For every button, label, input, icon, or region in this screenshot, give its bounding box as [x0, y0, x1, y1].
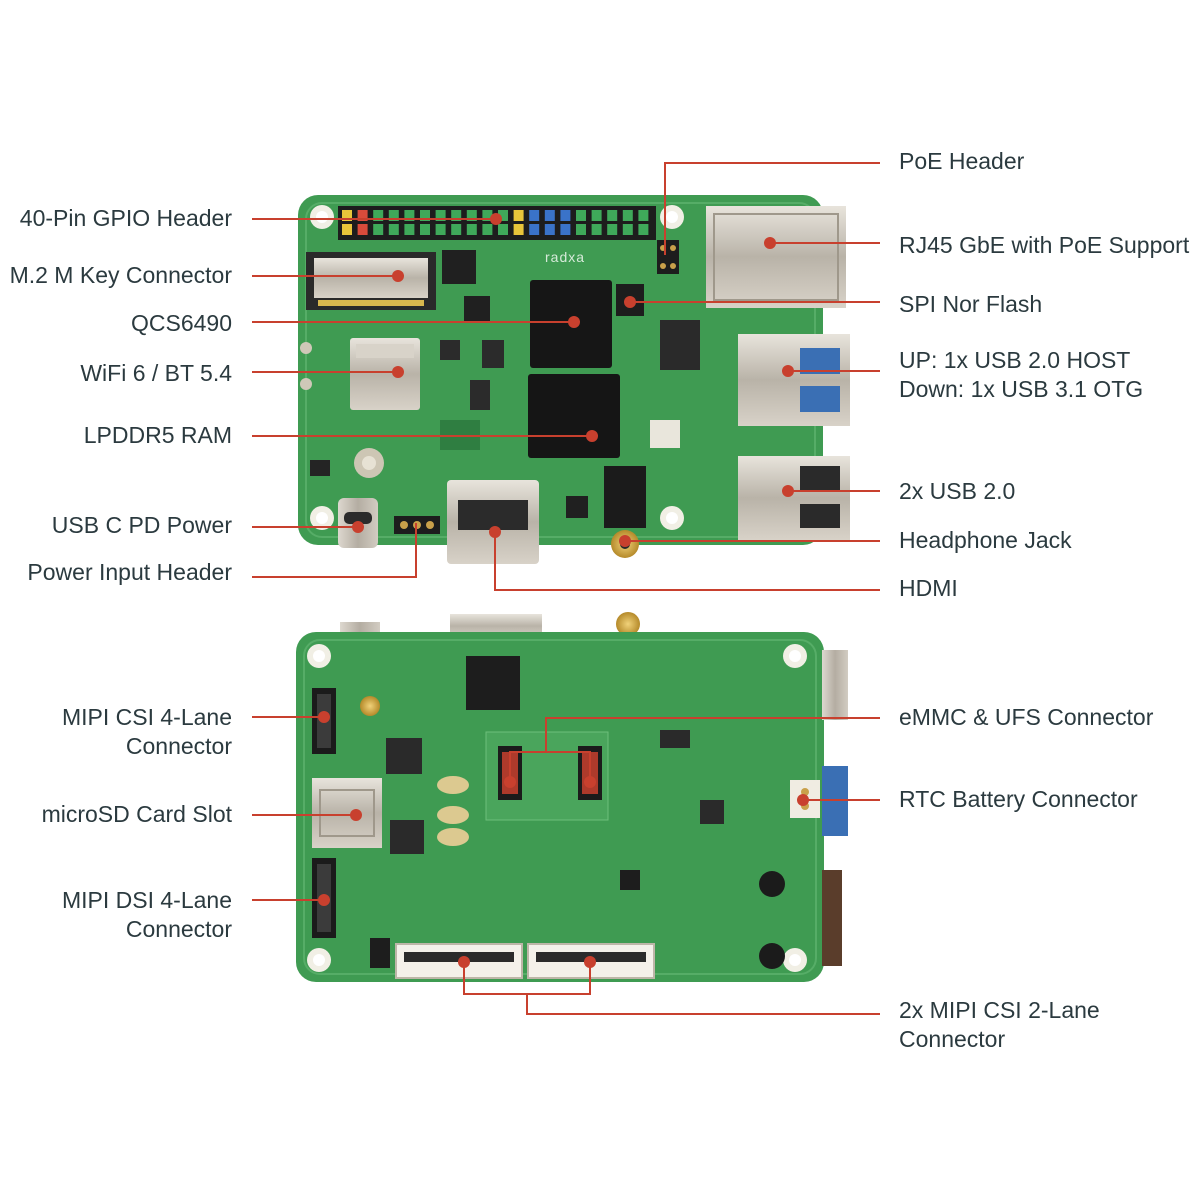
gpio-pin	[373, 210, 384, 221]
label-csi4: MIPI CSI 4-Lane Connector	[61, 704, 232, 759]
label-usbc: USB C PD Power	[51, 512, 232, 538]
usb3-stack	[738, 334, 850, 426]
label-power-header: Power Input Header	[27, 559, 232, 585]
gpio-pin	[466, 210, 477, 221]
gpio-pin	[622, 224, 633, 235]
leader-dots	[318, 213, 809, 968]
bottom-board	[296, 612, 848, 982]
gpio-pin	[342, 210, 352, 221]
gpio-pin	[357, 224, 368, 235]
gpio-pin	[576, 210, 586, 221]
label-rtc: RTC Battery Connector	[899, 786, 1138, 812]
gpio-pin	[560, 210, 571, 221]
gpio-pin	[388, 210, 399, 221]
small-components-bottom	[360, 656, 785, 969]
label-dsi: MIPI DSI 4-Lane Connector	[61, 887, 232, 942]
gpio-pin	[482, 210, 493, 221]
gpio-pin	[420, 224, 430, 235]
wifi-module	[300, 338, 420, 410]
label-csi2: 2x MIPI CSI 2-Lane Connector	[899, 997, 1100, 1052]
label-gpio: 40-Pin GPIO Header	[19, 205, 232, 231]
gpio-pin	[357, 210, 368, 221]
mounting-holes-top	[310, 205, 684, 530]
label-poe: PoE Header	[899, 148, 1025, 174]
gpio-pin	[342, 224, 352, 235]
gpio-pin	[529, 224, 540, 235]
leader-hdmi	[494, 532, 880, 591]
label-usb-down: Down: 1x USB 3.1 OTG	[899, 376, 1144, 402]
leader-poe	[664, 162, 880, 255]
gpio-pin	[435, 224, 446, 235]
gpio-pin	[513, 210, 524, 221]
gpio-pin	[591, 210, 602, 221]
label-usb-up: UP: 1x USB 2.0 HOST	[899, 347, 1131, 373]
gpio-pin	[482, 224, 493, 235]
gpio-pin	[466, 224, 477, 235]
label-emmc: eMMC & UFS Connector	[899, 704, 1154, 730]
gpio-pin	[544, 224, 555, 235]
label-ram: LPDDR5 RAM	[83, 422, 232, 448]
label-usb3: UP: 1x USB 2.0 HOST Down: 1x USB 3.1 OTG	[899, 346, 1143, 404]
leader-csi2	[526, 994, 880, 1015]
gpio-pin	[607, 210, 618, 221]
gpio-pin	[607, 224, 618, 235]
gpio-pin	[576, 224, 586, 235]
label-soc: QCS6490	[130, 310, 232, 336]
gpio-pin	[373, 224, 384, 235]
usb2-stack	[738, 456, 850, 540]
label-spi: SPI Nor Flash	[899, 291, 1043, 317]
gpio-pin	[638, 224, 649, 235]
leader-lines	[252, 162, 880, 1015]
label-headphone: Headphone Jack	[899, 527, 1072, 553]
label-m2: M.2 M Key Connector	[9, 262, 232, 288]
label-rj45: RJ45 GbE with PoE Support	[899, 232, 1190, 258]
brand-silkscreen: radxa	[545, 249, 585, 265]
label-hdmi: HDMI	[899, 575, 958, 601]
gpio-pin	[622, 210, 633, 221]
gpio-pin	[451, 224, 462, 235]
gpio-pin	[498, 210, 508, 221]
gpio-pin	[388, 224, 399, 235]
label-wifi: WiFi 6 / BT 5.4	[80, 360, 232, 386]
gpio-pin	[591, 224, 602, 235]
gpio-pin	[435, 210, 446, 221]
leader-emmc-2	[546, 751, 591, 782]
gpio-pin	[420, 210, 430, 221]
ram-chip	[528, 374, 620, 458]
label-microsd: microSD Card Slot	[41, 801, 232, 827]
small-components-top	[310, 250, 700, 518]
top-board: radxa	[298, 195, 850, 564]
gpio-pin	[404, 210, 415, 221]
label-usb2: 2x USB 2.0	[899, 478, 1016, 504]
gpio-pin	[498, 224, 508, 235]
gpio-pin	[404, 224, 415, 235]
leader-power-header	[252, 523, 417, 578]
rj45-jack	[706, 206, 846, 308]
m2-connector	[306, 252, 436, 310]
microsd-slot	[312, 778, 382, 848]
gpio-header	[338, 206, 656, 240]
gpio-pin	[560, 224, 571, 235]
poe-header	[657, 240, 679, 274]
headphone-jack	[604, 466, 646, 558]
gpio-pin	[513, 224, 524, 235]
mounting-holes-bottom	[307, 644, 807, 972]
gpio-pin	[451, 210, 462, 221]
gpio-pin	[638, 210, 649, 221]
leader-csi2-fork	[463, 962, 591, 995]
gpio-pin	[529, 210, 540, 221]
gpio-pin	[544, 210, 555, 221]
